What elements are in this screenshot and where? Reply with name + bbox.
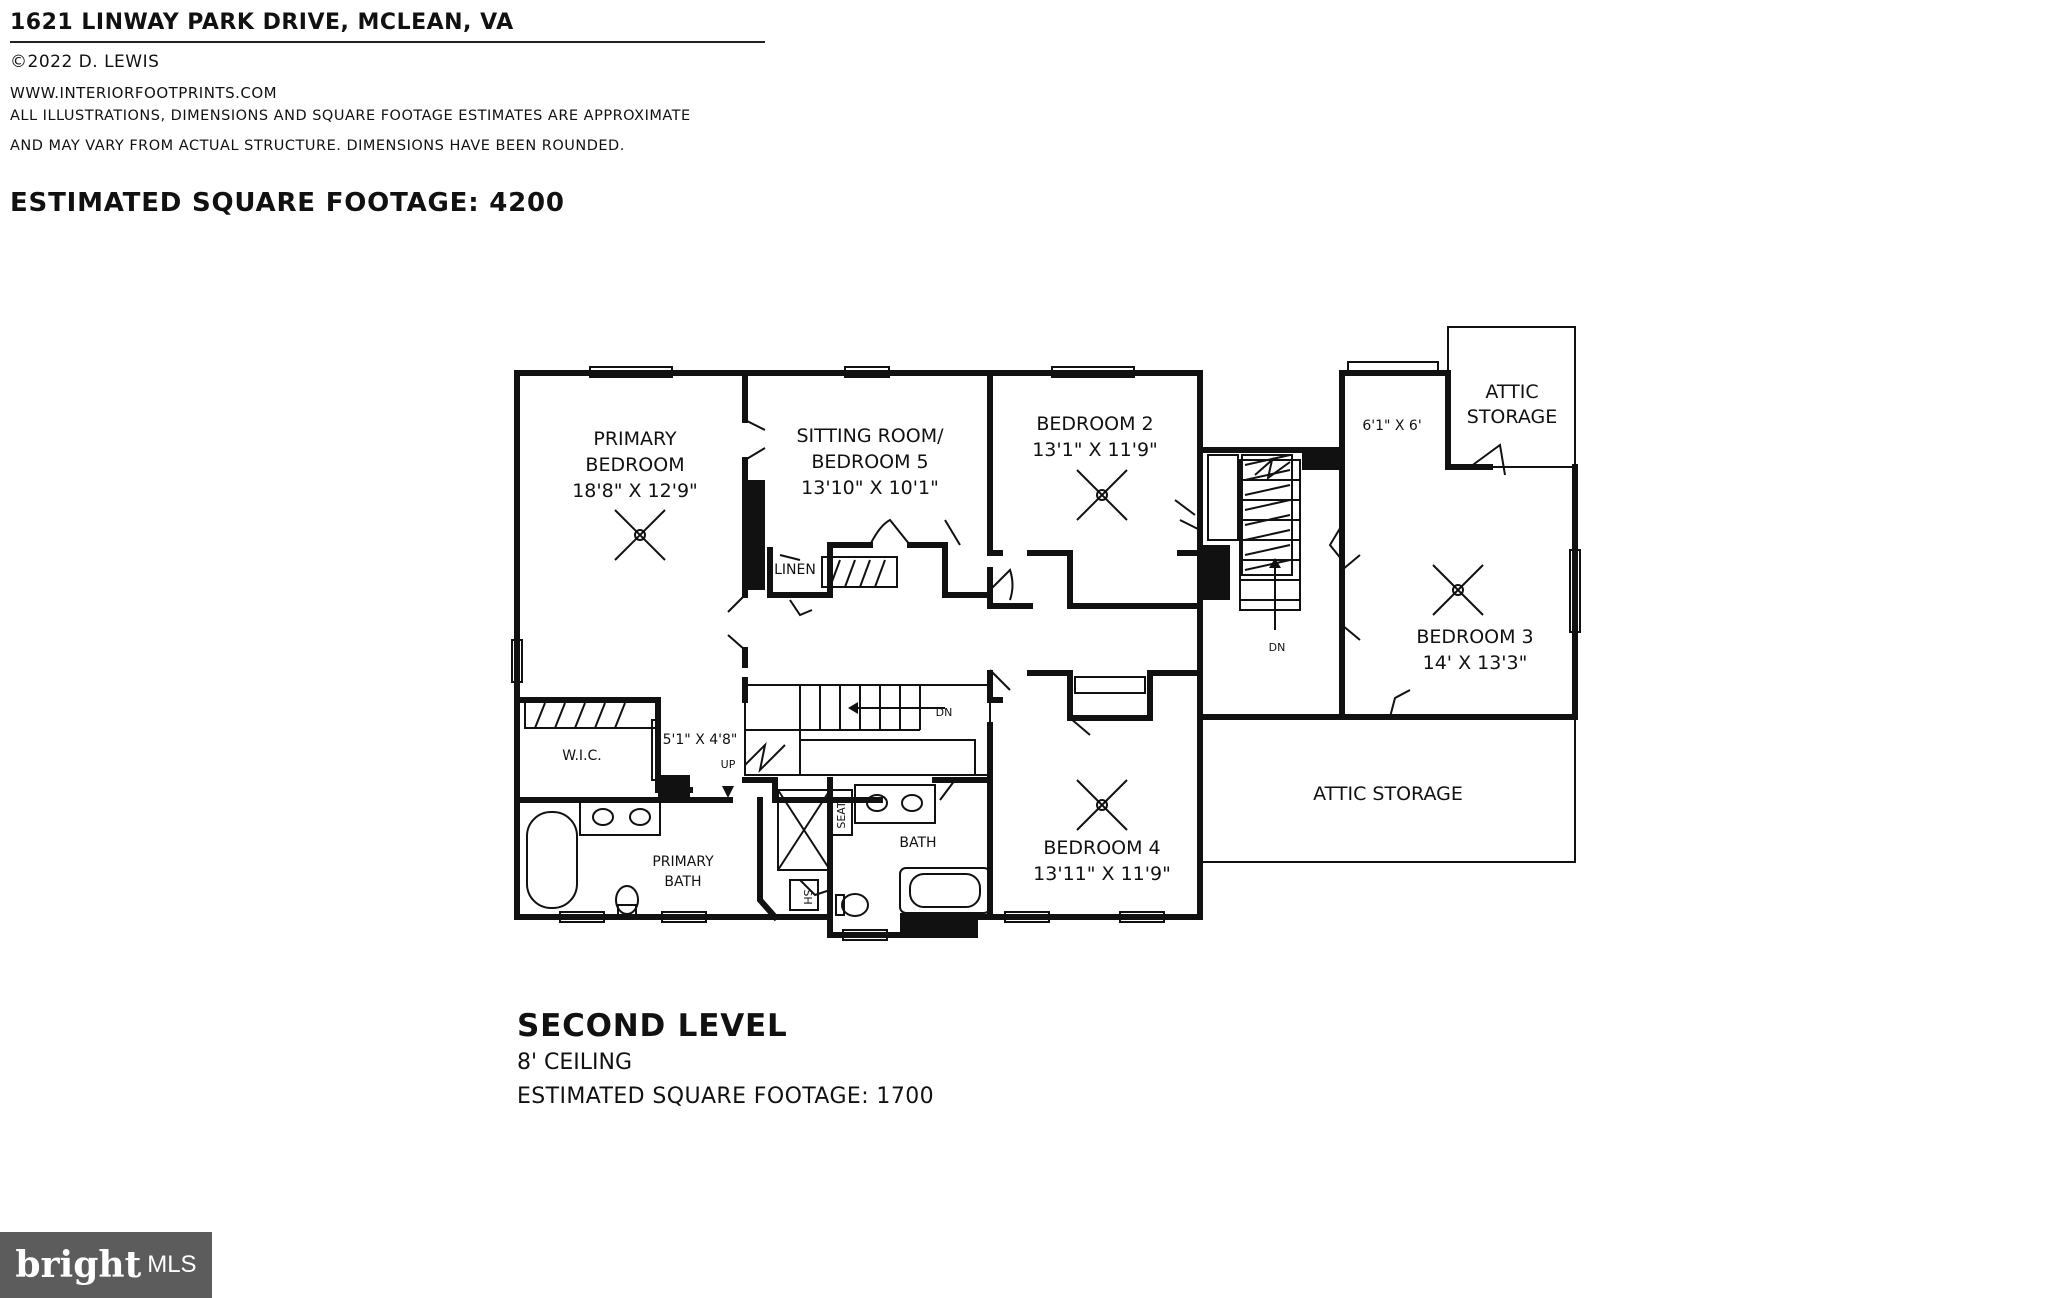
bright-logo-word: bright bbox=[15, 1244, 142, 1286]
header-divider bbox=[10, 41, 765, 43]
door-swings bbox=[727, 419, 1506, 897]
hall-closet-dims: 5'1" X 4'8" bbox=[663, 732, 738, 748]
shower-label: SH bbox=[801, 889, 814, 904]
stair-down-main-label: DN bbox=[936, 706, 953, 719]
attic-storage-right-label: ATTIC STORAGE bbox=[1313, 783, 1463, 805]
windows bbox=[511, 361, 1581, 941]
bedroom3-dims: 14' X 13'3" bbox=[1423, 652, 1528, 674]
seat-label: SEAT bbox=[835, 801, 848, 829]
copyright-text: ©2022 D. LEWIS bbox=[10, 52, 160, 72]
linen-label: LINEN bbox=[774, 562, 816, 578]
sitting-room-label-1: SITTING ROOM/ bbox=[796, 425, 944, 447]
sitting-room-dims: 13'10" X 10'1" bbox=[801, 477, 939, 499]
bath-label: BATH bbox=[899, 835, 936, 851]
total-square-footage: ESTIMATED SQUARE FOOTAGE: 4200 bbox=[10, 188, 565, 218]
website-text: WWW.INTERIORFOOTPRINTS.COM bbox=[10, 84, 278, 102]
property-address: 1621 LINWAY PARK DRIVE, MCLEAN, VA bbox=[10, 10, 514, 35]
disclaimer-line-1: ALL ILLUSTRATIONS, DIMENSIONS AND SQUARE… bbox=[10, 108, 691, 124]
attic-outlines bbox=[1200, 326, 1576, 863]
primary-bath-label-2: BATH bbox=[664, 874, 701, 890]
attic-storage-top-label-1: ATTIC bbox=[1485, 381, 1538, 403]
bedroom2-label: BEDROOM 2 bbox=[1036, 413, 1153, 435]
level-ceiling: 8' CEILING bbox=[517, 1050, 633, 1075]
sitting-room-label-2: BEDROOM 5 bbox=[811, 451, 928, 473]
bedroom2-dims: 13'1" X 11'9" bbox=[1032, 439, 1158, 461]
stair-up-label: UP bbox=[721, 758, 736, 771]
wall-blocks bbox=[658, 450, 1342, 935]
attic-storage-top-label-2: STORAGE bbox=[1467, 406, 1557, 428]
closet-fixtures bbox=[524, 454, 1293, 781]
stair-up-arrow-icon bbox=[722, 786, 734, 798]
bright-mls-logo: bright MLS bbox=[0, 1232, 212, 1298]
level-square-footage: ESTIMATED SQUARE FOOTAGE: 1700 bbox=[517, 1084, 935, 1109]
bedroom3-label: BEDROOM 3 bbox=[1416, 626, 1533, 648]
bedroom4-label: BEDROOM 4 bbox=[1043, 837, 1160, 859]
staircase-right bbox=[1239, 457, 1301, 630]
disclaimer-line-2: AND MAY VARY FROM ACTUAL STRUCTURE. DIME… bbox=[10, 138, 625, 154]
ceiling-fan-icon bbox=[614, 469, 1484, 831]
bath-fixtures bbox=[526, 784, 991, 917]
primary-bedroom-label-1: PRIMARY bbox=[593, 428, 677, 450]
staircase-main bbox=[744, 684, 991, 776]
wic-label: W.I.C. bbox=[562, 748, 602, 764]
primary-bath-label-1: PRIMARY bbox=[652, 854, 714, 870]
mls-logo-suffix: MLS bbox=[147, 1251, 197, 1278]
primary-bedroom-label-2: BEDROOM bbox=[585, 454, 684, 476]
primary-bedroom-dims: 18'8" X 12'9" bbox=[572, 480, 698, 502]
level-title: SECOND LEVEL bbox=[517, 1008, 788, 1044]
closet-b3-dims: 6'1" X 6' bbox=[1362, 418, 1421, 434]
stair-down-right-label: DN bbox=[1269, 641, 1286, 654]
bedroom4-dims: 13'11" X 11'9" bbox=[1033, 863, 1171, 885]
